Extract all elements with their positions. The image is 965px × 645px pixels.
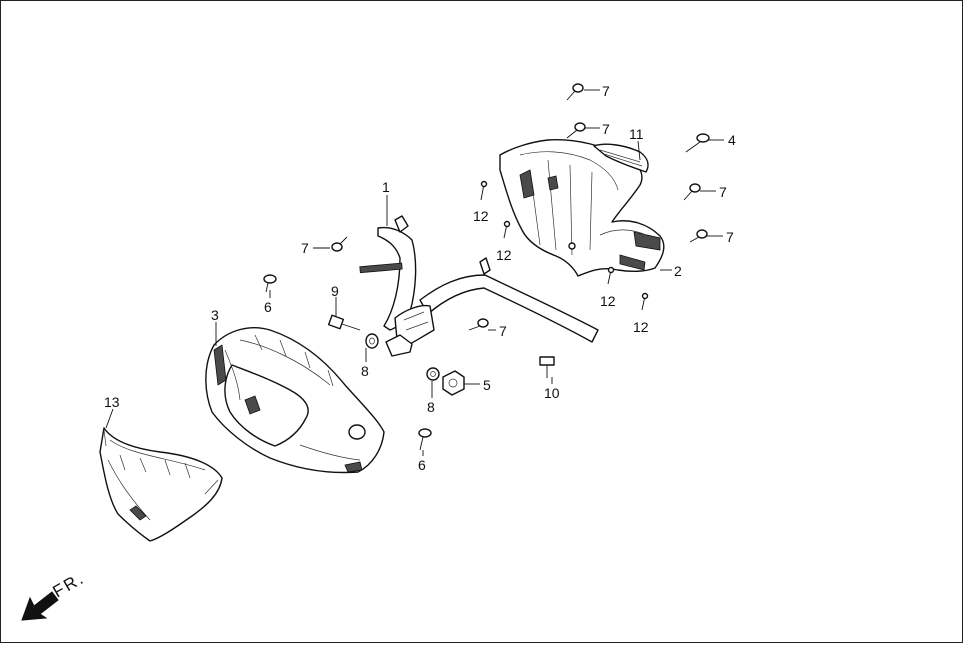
part-7-screw-b bbox=[566, 122, 586, 139]
callout-12-c: 12 bbox=[600, 293, 616, 309]
part-12-screw-a bbox=[480, 180, 488, 201]
callout-5: 5 bbox=[483, 377, 491, 393]
part-4-screw bbox=[685, 133, 710, 153]
part-12-screw-c bbox=[607, 266, 615, 285]
part-13-front-cover bbox=[99, 427, 223, 542]
part-12-screw-b bbox=[503, 220, 511, 239]
callout-labels: 1 2 3 4 5 6 6 7 7 7 7 7 7 8 8 9 10 11 12… bbox=[104, 83, 736, 473]
callout-13: 13 bbox=[104, 394, 120, 410]
part-6-screw-bottom bbox=[418, 428, 432, 451]
callout-2: 2 bbox=[674, 263, 682, 279]
callout-7-d: 7 bbox=[726, 229, 734, 245]
front-arrow-icon bbox=[21, 591, 59, 621]
part-11-small-cover bbox=[593, 143, 649, 173]
callout-1: 1 bbox=[382, 179, 390, 195]
front-direction-label: FR. bbox=[50, 568, 88, 601]
callout-7-c: 7 bbox=[719, 184, 727, 200]
callout-9: 9 bbox=[331, 283, 339, 299]
part-10-bolt bbox=[539, 356, 555, 378]
part-12-screw-d bbox=[641, 292, 649, 311]
callout-3: 3 bbox=[211, 307, 219, 323]
callout-7-e: 7 bbox=[301, 240, 309, 256]
part-7-screw-d bbox=[689, 229, 708, 243]
part-7-screw-f bbox=[468, 318, 489, 331]
callout-12-d: 12 bbox=[633, 319, 649, 335]
front-direction-indicator: FR. bbox=[21, 568, 88, 621]
part-8-washer-right bbox=[426, 367, 440, 381]
callout-7-f: 7 bbox=[499, 323, 507, 339]
part-7-screw-e bbox=[331, 236, 348, 252]
part-7-screw-c bbox=[683, 183, 701, 201]
callout-6-top: 6 bbox=[264, 299, 272, 315]
leader-lines bbox=[105, 89, 724, 456]
callout-6-bottom: 6 bbox=[418, 457, 426, 473]
part-8-washer-left bbox=[365, 333, 379, 349]
callout-8-right: 8 bbox=[427, 399, 435, 415]
callout-12-b: 12 bbox=[496, 247, 512, 263]
callout-12-a: 12 bbox=[473, 208, 489, 224]
part-6-screw-top bbox=[263, 274, 277, 293]
callout-10: 10 bbox=[544, 385, 560, 401]
callout-8-left: 8 bbox=[361, 363, 369, 379]
callout-11: 11 bbox=[629, 126, 644, 142]
callout-7-b: 7 bbox=[602, 121, 610, 137]
callout-4: 4 bbox=[728, 132, 736, 148]
part-2-handlebar-rear-cover bbox=[499, 138, 665, 277]
part-5-nut bbox=[442, 370, 465, 396]
part-1-handlebar bbox=[359, 215, 599, 357]
part-3-handlebar-front-cover bbox=[205, 327, 385, 474]
part-9-bolt bbox=[327, 314, 361, 331]
part-7-screw-a bbox=[566, 83, 584, 101]
callout-7-a: 7 bbox=[602, 83, 610, 99]
